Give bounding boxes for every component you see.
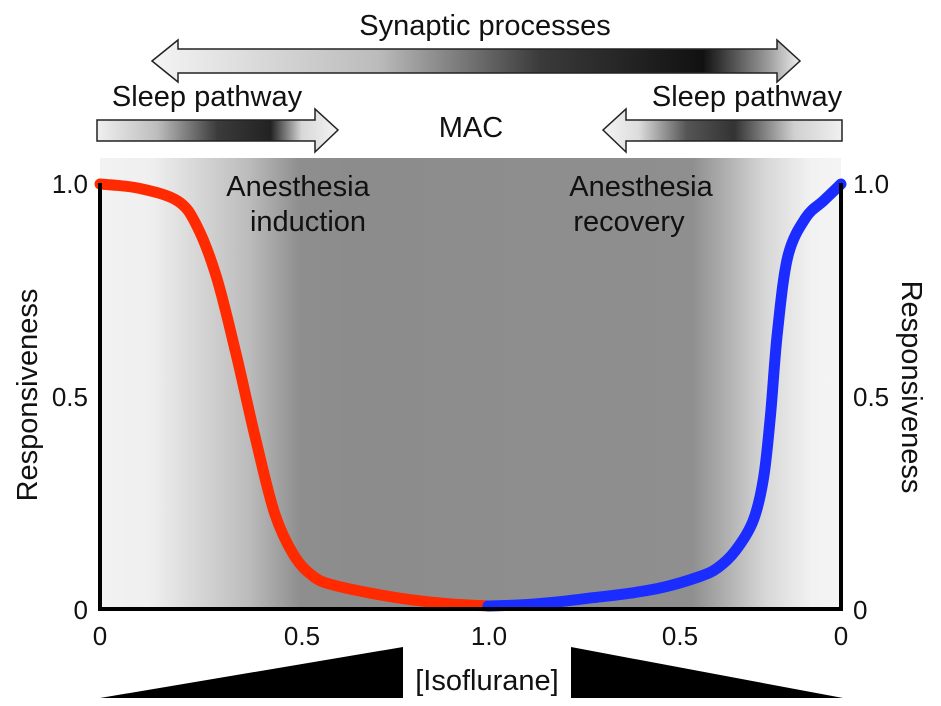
anesthesia-depth-background [100,158,841,610]
sleep-pathway-right-arrow [601,107,843,154]
synaptic-processes-arrow [150,38,802,84]
x-tick-label: 0.5 [284,621,320,651]
recovery-curve [482,178,847,612]
left-tick-label: 0.5 [52,382,88,412]
recovery-label-line2: recovery [573,206,685,238]
recovery-label-line1: Anesthesia [569,171,713,203]
x-tick-label: 0 [834,621,848,651]
x-tick-label: 0.5 [662,621,698,651]
induction-label-line1: Anesthesia [226,171,370,203]
left-tick-label: 1.0 [52,169,88,199]
isoflurane-decrease-wedge [571,647,843,698]
right-tick-label: 1.0 [853,169,889,199]
right-tick-label: 0 [853,595,867,625]
left-axis-title: Responsiveness [12,289,44,502]
x-tick-label: 1.0 [471,621,507,651]
isoflurane-increase-wedge [100,647,403,698]
right-tick-label: 0.5 [853,382,889,412]
x-tick-label: 0 [93,621,107,651]
x-axis-title: [Isoflurane] [415,665,558,697]
induction-curve [94,178,494,612]
right-axis-title: Responsiveness [895,281,927,494]
synaptic-processes-label: Synaptic processes [359,10,610,42]
sleep-pathway-right-label: Sleep pathway [652,81,843,113]
left-tick-label: 0 [74,595,88,625]
mac-label: MAC [439,112,503,144]
induction-label-line2: induction [250,206,366,238]
sleep-pathway-left-label: Sleep pathway [112,81,303,113]
sleep-pathway-left-arrow [96,107,340,154]
